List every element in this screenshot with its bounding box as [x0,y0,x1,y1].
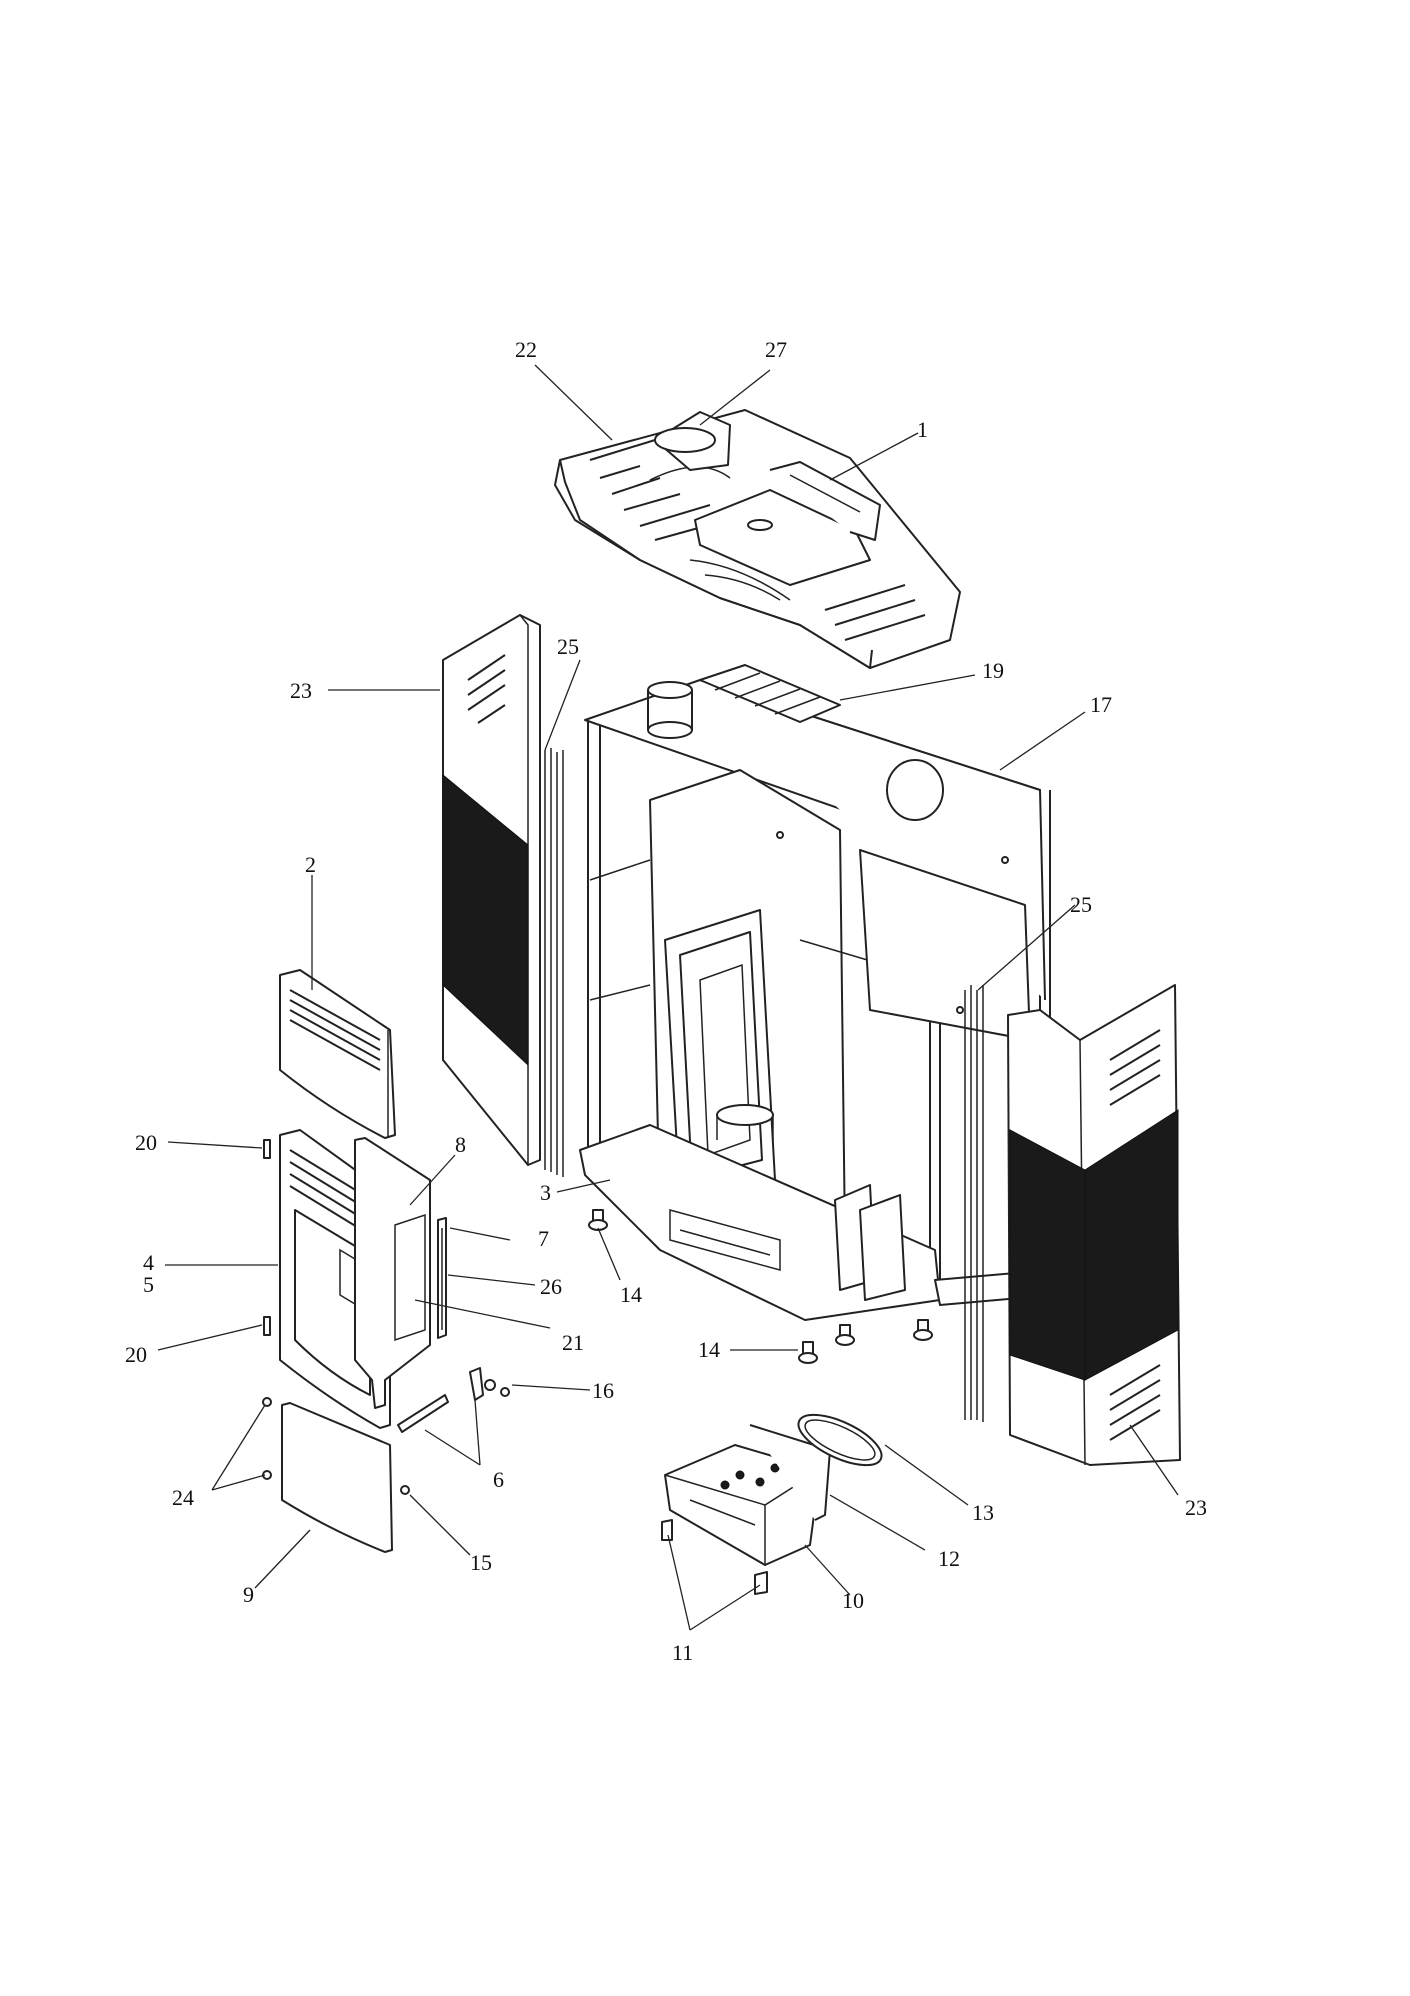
callout-24: 24 [172,1485,194,1510]
glass-door [354,1137,447,1409]
callout-4: 4 [143,1250,154,1275]
callout-3: 3 [540,1180,551,1205]
callout-26: 26 [540,1274,562,1299]
right-gasket-strips [964,985,984,1422]
callout-23-left: 23 [290,678,312,703]
screws-20 [263,1139,271,1336]
callout-23-right: 23 [1185,1495,1207,1520]
door-hinge-handle [397,1367,510,1433]
right-side-panel [1007,984,1181,1466]
callout-14-body: 14 [620,1282,642,1307]
callout-labels: 22 27 1 25 23 19 17 2 25 20 8 3 7 4 5 26… [125,337,1207,1665]
callout-8: 8 [455,1132,466,1157]
callout-20-top: 20 [135,1130,157,1155]
callout-21: 21 [562,1330,584,1355]
callout-14-loose: 14 [698,1337,720,1362]
ash-drawer [661,1413,883,1595]
callout-27: 27 [765,337,787,362]
callout-20-bottom: 20 [125,1342,147,1367]
foot-left [588,1209,608,1231]
foot-center [835,1324,855,1346]
top-cover-assembly [554,409,961,669]
callout-15: 15 [470,1550,492,1575]
callout-11: 11 [672,1640,693,1665]
callout-12: 12 [938,1546,960,1571]
left-side-panel [442,614,541,1166]
adjustable-feet [588,1209,933,1364]
callout-16: 16 [592,1378,614,1403]
callout-25-right: 25 [1070,892,1092,917]
callout-5: 5 [143,1272,154,1297]
foot-loose [798,1341,818,1364]
foot-right [913,1319,933,1341]
callout-9: 9 [243,1582,254,1607]
front-top-grille [279,969,396,1139]
callout-17: 17 [1090,692,1112,717]
callout-10: 10 [842,1588,864,1613]
callout-25-left: 25 [557,634,579,659]
stove-body-frame [579,664,1056,1321]
callout-2: 2 [305,852,316,877]
front-bottom-panel [262,1397,410,1553]
callout-1: 1 [917,417,928,442]
left-gasket-strips [544,748,564,1177]
callout-13: 13 [972,1500,994,1525]
callout-6: 6 [493,1467,504,1492]
callout-19: 19 [982,658,1004,683]
callout-7: 7 [538,1226,549,1251]
callout-22: 22 [515,337,537,362]
leader-lines [157,364,1179,1631]
